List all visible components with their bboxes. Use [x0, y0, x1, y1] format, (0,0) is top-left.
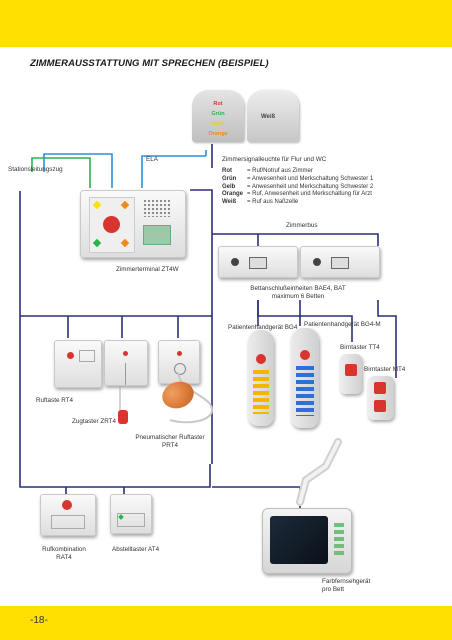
- rufkombination-rat4: [40, 494, 96, 536]
- page-number: -18-: [30, 615, 48, 626]
- label-tt4: Birntaster TT4: [340, 344, 380, 351]
- zimmersignalleuchte-color: Rot Grün Gelb Orange: [192, 90, 244, 142]
- call-button-icon: [300, 350, 310, 360]
- terminal-keypad: [89, 197, 135, 253]
- legend-row: Gelb= Anwesenheit und Merkschaltung Schw…: [222, 183, 374, 190]
- legend-row: Rot= Ruf/Notruf aus Zimmer: [222, 168, 313, 174]
- tv-arm-icon: [296, 438, 342, 506]
- call-button-icon: [62, 500, 72, 510]
- zimmersignalleuchte-white: Weiß: [247, 90, 299, 142]
- indicator-icon: [177, 351, 182, 356]
- bettanschluss-unit-2: [300, 246, 380, 278]
- legend-row: Weiß= Ruf aus Naßzelle: [222, 199, 299, 206]
- call-button-icon-2: [374, 400, 386, 412]
- ruftaste-rt4: [54, 340, 102, 388]
- label-bg4m: Patientenhandgerät BG4-M: [304, 321, 381, 328]
- label-field-icon: [79, 350, 95, 362]
- pull-cord-icon: [125, 363, 126, 385]
- top-accent-bar: [0, 0, 452, 47]
- label-zimmerbus: Zimmerbus: [286, 222, 318, 229]
- label-mt4: Birntaster MT4: [364, 366, 406, 373]
- bus-branch: [20, 189, 213, 317]
- socket-icon: [231, 258, 239, 266]
- station-line-blue: [43, 153, 113, 188]
- lamp-rot: Rot: [213, 101, 223, 107]
- label-at4: Abstelltaster AT4: [112, 546, 160, 553]
- station-line-green: [31, 157, 91, 188]
- call-button-icon: [67, 352, 74, 359]
- zugtaster-zrt4: [104, 340, 148, 386]
- label-bg4: Patientenhandgerät BG4: [228, 324, 298, 331]
- label-zimmerterminal: Zimmerterminal ZT4W: [116, 266, 179, 273]
- patientenhandgeraet-bg4m: [291, 328, 319, 428]
- tv-screen: [270, 516, 328, 564]
- birntaster-tt4: [340, 354, 362, 394]
- lamp-orange: Orange: [208, 131, 228, 137]
- connector-icon: [249, 257, 267, 269]
- birntaster-mt4: [368, 376, 394, 420]
- call-button-icon: [345, 364, 357, 376]
- yellow-key-icon: [92, 200, 102, 210]
- zimmerbus-main: [19, 191, 211, 488]
- label-stationsleitungszug: Stationsleitungszug: [8, 166, 63, 173]
- patientenhandgeraet-bg4: [248, 330, 274, 426]
- speaker-grille-icon: [143, 199, 171, 217]
- socket-icon: [313, 258, 321, 266]
- farbfernsehgeraet: [262, 508, 352, 574]
- pull-handle-icon: [118, 410, 128, 424]
- lamp-weiss: Weiß: [261, 114, 276, 120]
- call-button-icon: [256, 354, 266, 364]
- orange-key-icon: [120, 200, 130, 210]
- orange-key-icon-2: [120, 238, 130, 248]
- call-button-icon: [374, 382, 386, 394]
- lamp-gruen: Grün: [211, 111, 225, 117]
- label-rt4: Ruftaste RT4: [36, 397, 73, 404]
- connector-icon: [331, 257, 349, 269]
- bottom-accent-bar: [0, 606, 452, 640]
- air-port-icon: [174, 363, 186, 375]
- cancel-key-icon: [51, 515, 85, 529]
- page-title: ZIMMERAUSSTATTUNG MIT SPRECHEN (BEISPIEL…: [30, 58, 269, 69]
- label-zimmersignalleuchte: Zimmersignalleuchte für Flur und WC: [222, 156, 327, 163]
- tv-buttons-icon: [334, 523, 344, 557]
- keypad-icon: [253, 370, 269, 414]
- call-button-icon: [103, 216, 120, 233]
- legend-row: Orange= Ruf, Anwesenheit und Merkschaltu…: [222, 191, 372, 198]
- terminal-display: [143, 225, 171, 245]
- bettanschluss-unit-1: [218, 246, 298, 278]
- lamp-gelb: Gelb: [211, 121, 225, 127]
- zimmerterminal-device: [80, 190, 186, 258]
- legend-row: Grün= Anwesenheit und Merkschaltung Schw…: [222, 175, 374, 182]
- ela-line: [141, 155, 206, 188]
- cancel-key-icon: [117, 513, 145, 527]
- indicator-icon: [123, 351, 128, 356]
- abstelltaster-at4: [110, 494, 152, 534]
- keypad-icon: [296, 366, 314, 416]
- color-legend: Rot= Ruf/Notruf aus Zimmer Grün= Anwesen…: [222, 168, 373, 207]
- label-zrt4: Zugtaster ZRT4: [72, 418, 116, 425]
- label-ela: ELA: [146, 156, 158, 163]
- green-key-icon: [92, 238, 102, 248]
